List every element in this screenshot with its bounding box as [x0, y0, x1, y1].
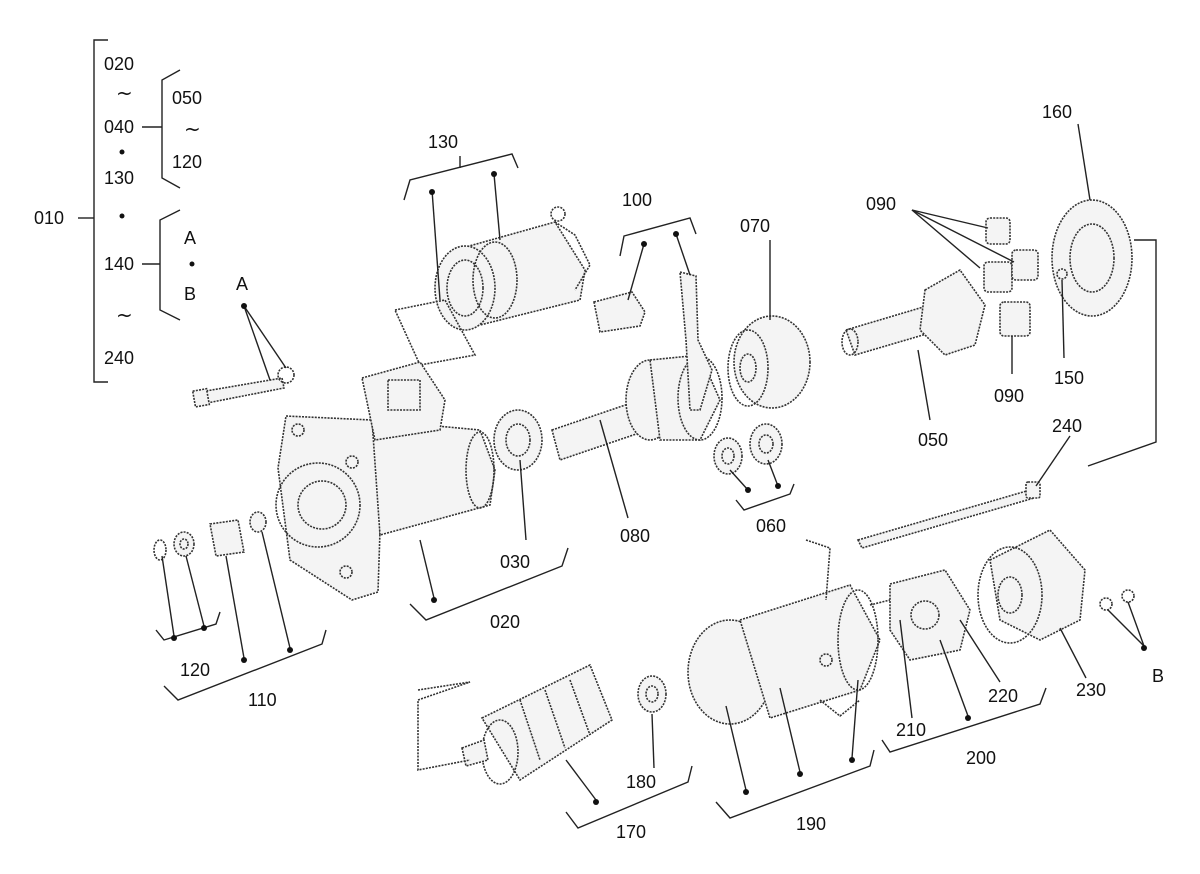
- tree-dot-3: [189, 261, 195, 267]
- label-020: 020: [490, 612, 520, 632]
- brush-100-drawing: [593, 270, 713, 411]
- bolt-240-drawing: [856, 481, 1041, 549]
- label-b: B: [1152, 666, 1164, 686]
- shaft-080-drawing: [551, 354, 723, 462]
- bearing-030-drawing: [493, 409, 543, 471]
- label-230: 230: [1076, 680, 1106, 700]
- tree-dot-2: [119, 213, 125, 219]
- tree-main-bracket: [93, 39, 108, 383]
- label-210: 210: [896, 720, 926, 740]
- label-220: 220: [988, 686, 1018, 706]
- label-190: 190: [796, 814, 826, 834]
- tree-group1-sep: ~: [116, 81, 133, 105]
- leader-lines: [155, 123, 1157, 829]
- washers-060-drawing: [713, 423, 783, 475]
- rear-cover-230-drawing: [977, 529, 1135, 644]
- label-070: 070: [740, 216, 770, 236]
- tree-group1-sub-sep: ~: [184, 117, 201, 141]
- front-housing-drawing: [275, 361, 496, 601]
- gears-090-drawing: [983, 217, 1039, 337]
- part-labels: 130 100 070 090 160 A 150 090 050 240 08…: [180, 102, 1164, 842]
- label-240: 240: [1052, 416, 1082, 436]
- part-hierarchy-tree: 010 020 ~ 040 050 ~ 120 130 140 A B ~ 24…: [34, 39, 202, 383]
- label-200: 200: [966, 748, 996, 768]
- ring-070-drawing: [727, 315, 811, 409]
- armature-170-drawing: [417, 663, 613, 785]
- bearing-180-drawing: [637, 675, 667, 713]
- label-130: 130: [428, 132, 458, 152]
- label-150: 150: [1054, 368, 1084, 388]
- tree-group1-sub-from: 050: [172, 88, 202, 108]
- tree-root-label: 010: [34, 208, 64, 228]
- disc-160-drawing: [1051, 199, 1133, 317]
- tree-group1-from: 020: [104, 54, 134, 74]
- tree-group2-opt-b: B: [184, 284, 196, 304]
- bolt-a-drawing: [191, 366, 295, 408]
- label-100: 100: [622, 190, 652, 210]
- yoke-190-drawing: [687, 539, 881, 725]
- label-090-bottom: 090: [994, 386, 1024, 406]
- solenoid-drawing: [393, 206, 591, 366]
- label-030: 030: [500, 552, 530, 572]
- tree-sub-bracket: [161, 69, 181, 189]
- label-090-top: 090: [866, 194, 896, 214]
- planet-shaft-050-drawing: [841, 268, 986, 356]
- tree-group1-sub-to: 120: [172, 152, 202, 172]
- label-a: A: [236, 274, 248, 294]
- label-180: 180: [626, 772, 656, 792]
- tree-final-sep: ~: [116, 303, 133, 327]
- tree-item-130: 130: [104, 168, 134, 188]
- tree-dot-1: [119, 149, 125, 155]
- label-050: 050: [918, 430, 948, 450]
- label-120: 120: [180, 660, 210, 680]
- tree-group2-bracket: [159, 209, 181, 321]
- label-170: 170: [616, 822, 646, 842]
- tree-last-label: 240: [104, 348, 134, 368]
- tree-group2-label: 140: [104, 254, 134, 274]
- part-drawings: [153, 199, 1135, 785]
- leader-dots: [171, 171, 1147, 805]
- brush-holder-200-drawing: [869, 569, 971, 661]
- label-060: 060: [756, 516, 786, 536]
- tree-group1-to: 040: [104, 117, 134, 137]
- washers-110-120-drawing: [153, 511, 267, 561]
- label-110: 110: [248, 690, 277, 710]
- label-160: 160: [1042, 102, 1072, 122]
- label-080: 080: [620, 526, 650, 546]
- tree-group2-opt-a: A: [184, 228, 196, 248]
